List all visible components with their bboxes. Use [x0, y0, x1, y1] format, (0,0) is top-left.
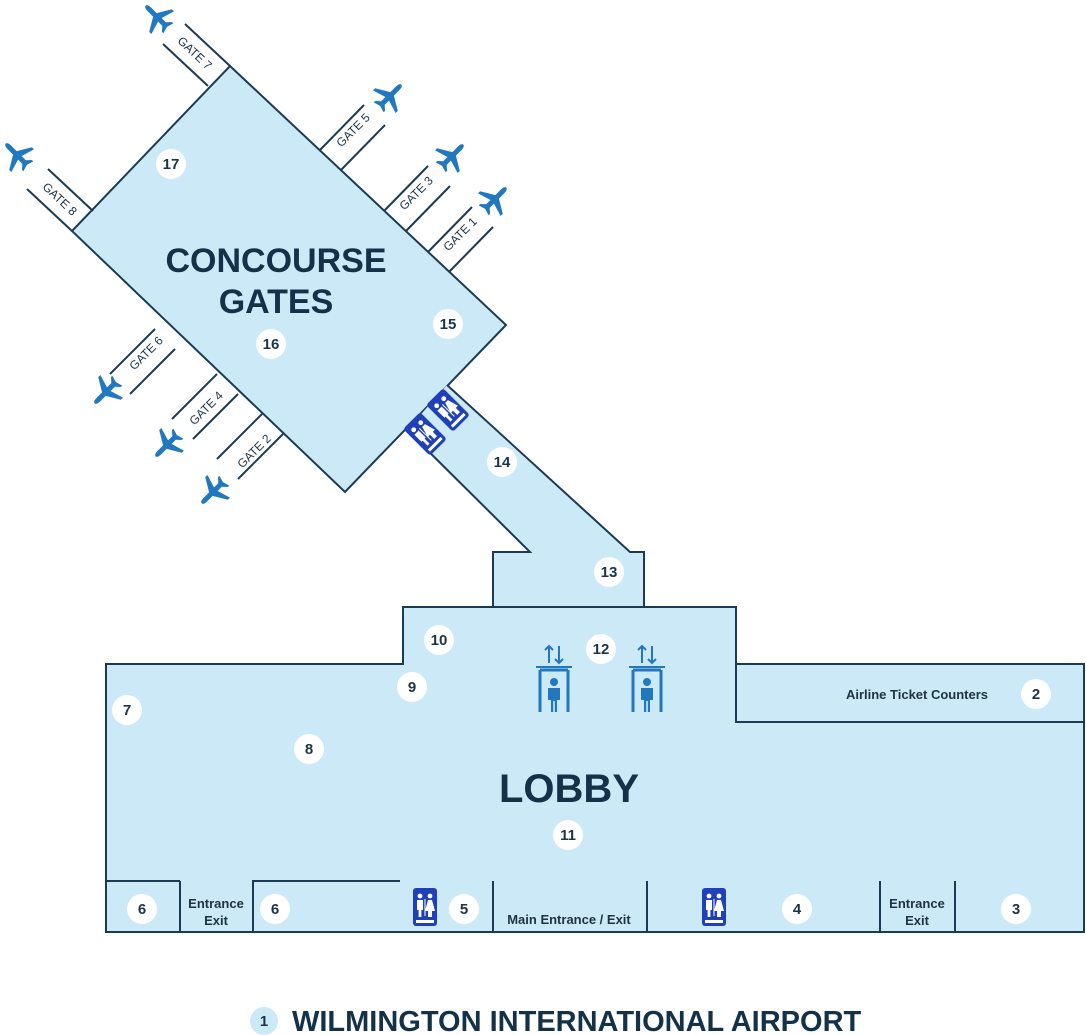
marker-number: 12: [593, 641, 610, 658]
airplane-icon: [429, 133, 475, 179]
entrance-west-label: Entrance: [188, 896, 244, 911]
connector-wall-right: [446, 384, 645, 607]
location-marker-7[interactable]: 7: [112, 695, 142, 725]
marker-circle: [256, 329, 286, 359]
marker-circle: [294, 734, 324, 764]
exit-east-label: Exit: [905, 913, 930, 928]
marker-number: 7: [123, 702, 131, 719]
location-marker-3[interactable]: 3: [1001, 894, 1031, 924]
marker-number: 14: [494, 454, 511, 471]
connector-corridor: [407, 385, 644, 607]
location-marker-12[interactable]: 12: [586, 634, 616, 664]
marker-circle: [433, 309, 463, 339]
airplane-icon: [472, 176, 518, 222]
marker-circle: [112, 695, 142, 725]
marker-circle: [424, 625, 454, 655]
airplane-icon: [83, 369, 129, 415]
marker-circle: [594, 557, 624, 587]
location-marker-13[interactable]: 13: [594, 557, 624, 587]
concourse-title-line2: GATES: [219, 283, 334, 321]
marker-circle: [586, 634, 616, 664]
location-marker-16[interactable]: 16: [256, 329, 286, 359]
restroom-icon: [702, 888, 726, 926]
gate-jetways: [26, 23, 494, 480]
location-marker-11[interactable]: 11: [553, 820, 583, 850]
marker-number: 10: [431, 632, 448, 649]
gate-2-label: GATE 2: [234, 431, 274, 471]
marker-circle: [397, 672, 427, 702]
location-markers: 2 3 4 5 6 6 7 8 9 10 11 12 13 14 15 16 17: [112, 149, 1051, 924]
gate-7-label: GATE 7: [175, 34, 215, 73]
gate-6-label: GATE 6: [126, 333, 166, 373]
airplane-icon: [144, 422, 190, 468]
location-marker-17[interactable]: 17: [156, 149, 186, 179]
marker-number: 6: [138, 901, 146, 918]
marker-number: 5: [460, 901, 468, 918]
airplane-icon: [367, 73, 413, 119]
location-marker-9[interactable]: 9: [397, 672, 427, 702]
location-marker-4[interactable]: 4: [782, 894, 812, 924]
location-marker-14[interactable]: 14: [487, 447, 517, 477]
marker-number: 8: [305, 741, 313, 758]
main-entrance-exit-label: Main Entrance / Exit: [507, 912, 631, 927]
gate-4-label: GATE 4: [186, 388, 226, 428]
marker-number: 16: [263, 336, 280, 353]
marker-number: 6: [271, 901, 279, 918]
connector-wall-left: [406, 429, 533, 607]
airplane-icon: [134, 0, 180, 40]
location-marker-6b[interactable]: 6: [260, 894, 290, 924]
marker-circle: [553, 820, 583, 850]
footer-marker-circle: [250, 1007, 278, 1035]
marker-circle: [1001, 894, 1031, 924]
concourse-title-line1: CONCOURSE: [165, 242, 386, 280]
entrance-east-label: Entrance: [889, 896, 945, 911]
location-marker-5[interactable]: 5: [449, 894, 479, 924]
gate-8-label: GATE 8: [40, 180, 80, 219]
footer-marker-number: 1: [260, 1013, 268, 1030]
marker-circle: [1021, 679, 1051, 709]
marker-number: 9: [408, 679, 416, 696]
lobby-floor: [105, 606, 1085, 933]
location-marker-10[interactable]: 10: [424, 625, 454, 655]
location-marker-15[interactable]: 15: [433, 309, 463, 339]
lobby-title: LOBBY: [499, 767, 639, 811]
marker-number: 15: [440, 316, 457, 333]
footer-title: WILMINGTON INTERNATIONAL AIRPORT: [292, 1006, 862, 1035]
marker-number: 13: [601, 564, 618, 581]
location-marker-6a[interactable]: 6: [127, 894, 157, 924]
lobby-bottom-walls: [106, 880, 956, 932]
marker-number: 2: [1032, 686, 1040, 703]
marker-circle: [449, 894, 479, 924]
marker-number: 4: [793, 901, 802, 918]
marker-number: 3: [1012, 901, 1020, 918]
marker-circle: [156, 149, 186, 179]
location-marker-2[interactable]: 2: [1021, 679, 1051, 709]
marker-circle: [260, 894, 290, 924]
airline-ticket-counters-label: Airline Ticket Counters: [846, 687, 988, 702]
restroom-icon: [413, 888, 437, 926]
marker-number: 11: [560, 827, 576, 844]
marker-circle: [782, 894, 812, 924]
ticket-counter-wall: [735, 664, 1084, 723]
airplane-icon: [0, 132, 40, 178]
exit-west-label: Exit: [204, 913, 229, 928]
marker-number: 17: [163, 156, 180, 173]
location-marker-8[interactable]: 8: [294, 734, 324, 764]
marker-circle: [487, 447, 517, 477]
airplane-icon: [190, 469, 236, 515]
marker-circle: [127, 894, 157, 924]
